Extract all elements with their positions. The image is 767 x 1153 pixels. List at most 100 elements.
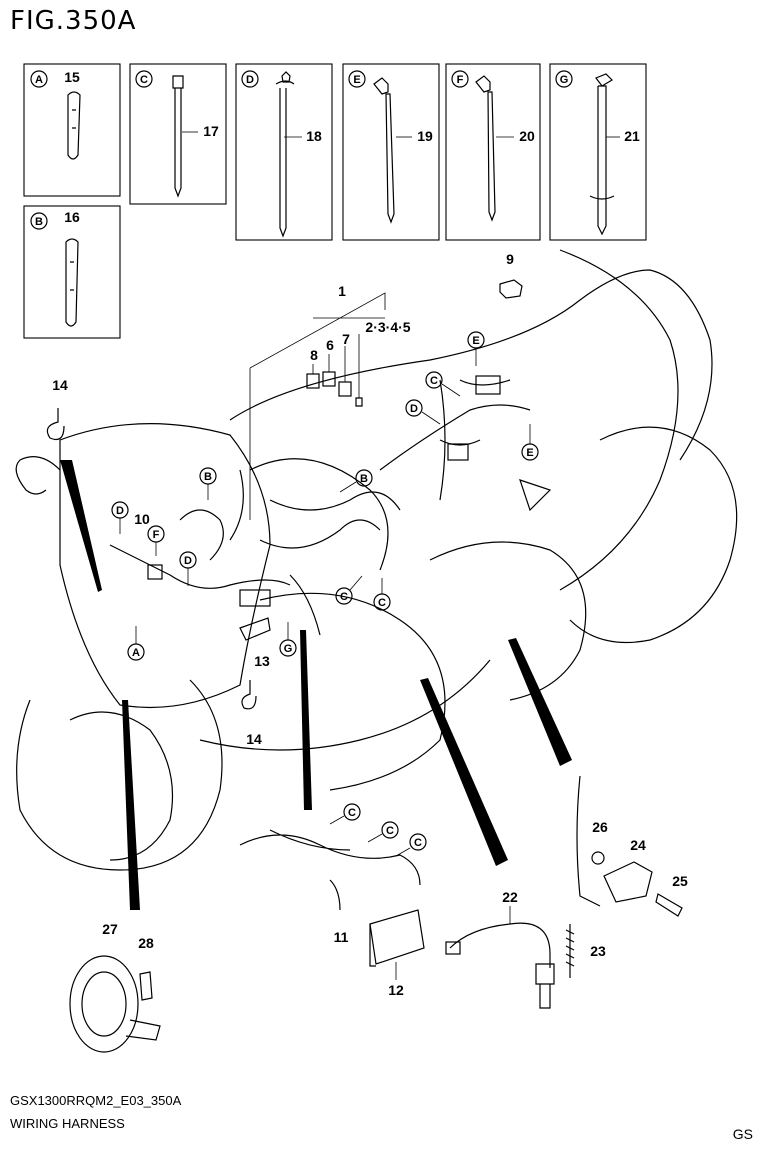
inset-f-letter: F <box>457 74 464 86</box>
svg-text:G: G <box>284 643 293 655</box>
spring-23-icon <box>565 924 575 978</box>
inset-a-letter: A <box>35 74 43 86</box>
footer-market-code: GS <box>732 1126 753 1142</box>
svg-text:C: C <box>340 591 348 603</box>
inset-d-part: 18 <box>306 128 322 144</box>
part-9-label: 9 <box>506 251 514 267</box>
callout-b-2: B <box>199 467 217 500</box>
inset-c[interactable]: C 17 <box>129 63 227 205</box>
svg-text:A: A <box>132 647 140 659</box>
callout-c-3: C <box>373 578 391 611</box>
bracket-13-icon <box>239 617 271 641</box>
part-11-label: 11 <box>334 929 349 945</box>
inset-b-letter: B <box>35 216 43 228</box>
inset-d[interactable]: D 18 <box>235 63 333 241</box>
clamp-16-icon <box>65 238 79 327</box>
callout-d-2: D <box>111 501 129 534</box>
svg-text:D: D <box>410 403 418 415</box>
svg-text:C: C <box>386 825 394 837</box>
inset-a[interactable]: A 15 <box>23 63 121 197</box>
clamp-14b-icon <box>241 680 257 710</box>
svg-text:D: D <box>184 555 192 567</box>
part-14b-label: 14 <box>246 731 262 747</box>
cable-tie-18-icon <box>275 71 295 238</box>
svg-text:E: E <box>526 447 533 459</box>
inset-d-letter: D <box>246 74 254 86</box>
inset-f[interactable]: F 20 <box>445 63 541 241</box>
part-14a-label: 14 <box>52 377 68 393</box>
inset-e-letter: E <box>353 74 360 86</box>
inset-b[interactable]: B 16 <box>23 205 121 339</box>
callout-g: G <box>279 622 297 657</box>
inset-a-part: 15 <box>64 69 80 85</box>
part-24-label: 24 <box>630 837 646 853</box>
wiring-harness-diagram: A 15 B 16 C 17 D 18 E 19 F 20 <box>15 63 738 1053</box>
inset-b-part: 16 <box>64 209 80 225</box>
part-22-label: 22 <box>502 889 518 905</box>
footer-figure-code: GSX1300RRQM2_E03_350A <box>10 1093 182 1108</box>
part-23-label: 23 <box>590 943 606 959</box>
part-12-label: 12 <box>388 982 404 998</box>
inset-g-part: 21 <box>624 128 640 144</box>
callout-f: F <box>147 525 165 556</box>
part-27-label: 27 <box>102 921 118 937</box>
svg-text:E: E <box>472 335 479 347</box>
callout-c-4: C <box>329 803 361 825</box>
callout-e-1: E <box>467 331 485 366</box>
callout-c-6: C <box>395 833 427 857</box>
clamp-15-icon <box>67 91 81 160</box>
switch-24-icon <box>576 775 683 917</box>
svg-text:C: C <box>378 597 386 609</box>
inset-e[interactable]: E 19 <box>342 63 440 241</box>
callout-d-1: D <box>405 399 441 425</box>
clamp-14a-icon <box>46 408 65 441</box>
callout-a: A <box>127 626 145 661</box>
part-2345-label: 2·3·4·5 <box>365 319 410 335</box>
sensor-22-icon <box>445 906 555 1009</box>
inset-c-part: 17 <box>203 123 219 139</box>
svg-text:D: D <box>116 505 124 517</box>
svg-text:B: B <box>204 471 212 483</box>
inset-e-part: 19 <box>417 128 433 144</box>
sub-harness-11 <box>239 829 421 911</box>
inset-c-letter: C <box>140 74 148 86</box>
part-25-label: 25 <box>672 873 688 889</box>
svg-text:C: C <box>430 375 438 387</box>
cable-tie-20-icon <box>475 75 496 222</box>
part-6-label: 6 <box>326 337 334 353</box>
footer-figure-name: WIRING HARNESS <box>10 1116 125 1131</box>
svg-text:C: C <box>414 837 422 849</box>
inset-g[interactable]: G 21 <box>549 63 647 241</box>
part-10-label: 10 <box>134 511 150 527</box>
cable-tie-21-icon <box>589 73 615 236</box>
inset-f-part: 20 <box>519 128 535 144</box>
motorcycle-outline <box>15 249 738 871</box>
relay-group <box>249 292 386 520</box>
cable-tie-19-icon <box>373 77 395 224</box>
part-labels: 1 6 7 8 2·3·4·5 9 10 11 12 13 14 14 22 2… <box>52 251 688 998</box>
fuse-9-icon <box>499 279 523 299</box>
inset-g-letter: G <box>560 74 569 86</box>
callout-b-1: B <box>339 469 373 493</box>
horn-27-icon <box>69 955 161 1053</box>
ecm-12-icon <box>369 909 425 980</box>
figure-title: FIG.350A <box>10 6 137 36</box>
cable-tie-17-icon <box>172 75 184 198</box>
callout-d-3: D <box>179 551 197 586</box>
callout-e-2: E <box>521 424 539 461</box>
main-harness <box>109 375 531 636</box>
callout-c-2: C <box>335 575 363 605</box>
part-28-label: 28 <box>138 935 154 951</box>
svg-text:B: B <box>360 473 368 485</box>
part-8-label: 8 <box>310 347 318 363</box>
part-1-label: 1 <box>338 283 346 299</box>
callout-c-5: C <box>367 821 399 843</box>
svg-text:F: F <box>153 529 160 541</box>
letter-callouts: E C D E B B D F D A G C C C C C <box>111 331 539 857</box>
part-13-label: 13 <box>254 653 270 669</box>
part-7-label: 7 <box>342 331 350 347</box>
pointer-wedges <box>60 460 572 910</box>
svg-text:C: C <box>348 807 356 819</box>
callout-c-1: C <box>425 371 461 397</box>
part-26-label: 26 <box>592 819 608 835</box>
